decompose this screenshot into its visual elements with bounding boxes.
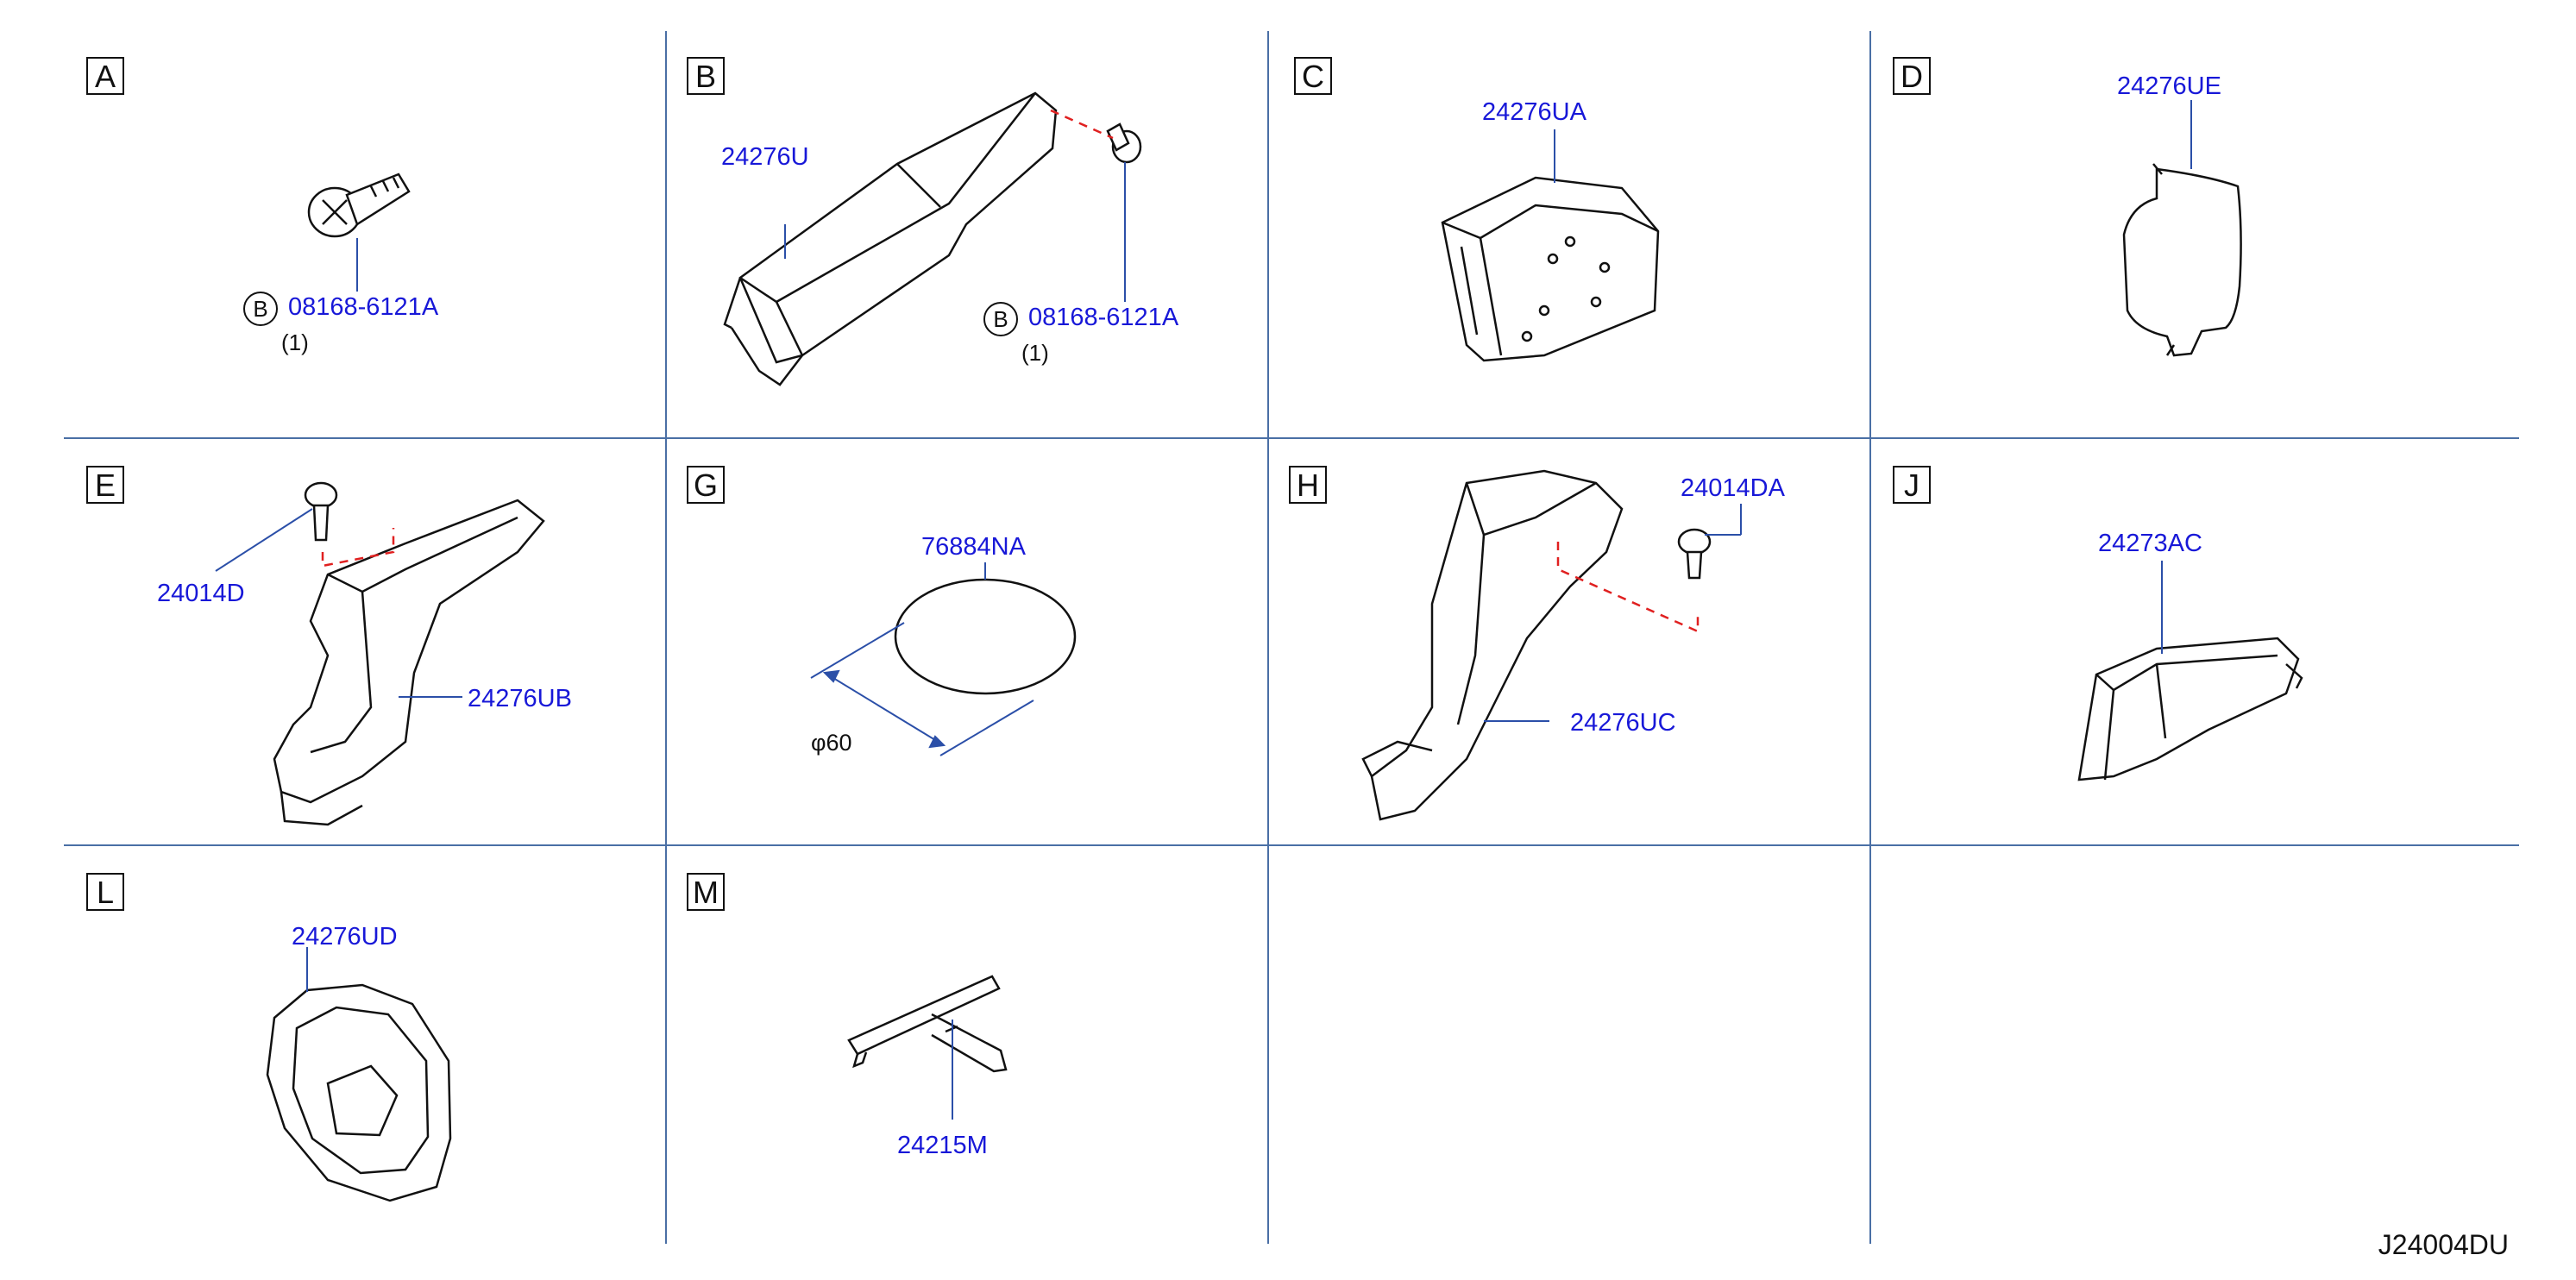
- part-number-b-main[interactable]: 24276U: [721, 143, 809, 171]
- panel-letter-m: M: [687, 873, 725, 911]
- diagram-code: J24004DU: [2378, 1229, 2509, 1260]
- part-number-b-bolt[interactable]: 08168-6121A: [1028, 304, 1179, 331]
- clip-drawing-d: [2122, 163, 2242, 357]
- dash-line-e: [321, 528, 395, 568]
- part-number-h-bolt[interactable]: 24014DA: [1681, 474, 1785, 502]
- panel-letter-b: B: [687, 57, 725, 95]
- panel-letter-h: H: [1289, 466, 1327, 504]
- part-number-d[interactable]: 24276UE: [2117, 72, 2221, 100]
- bolt-drawing-a: [307, 173, 411, 238]
- leader-e-bolt: [215, 508, 313, 572]
- part-number-j[interactable]: 24273AC: [2098, 530, 2202, 557]
- panel-letter-a: A: [86, 57, 124, 95]
- bolt-drawing-e: [304, 481, 338, 542]
- gasket-drawing-g: [894, 578, 1077, 695]
- part-number-g[interactable]: 76884NA: [921, 533, 1026, 561]
- part-number-h-main[interactable]: 24276UC: [1570, 709, 1676, 737]
- duct-drawing-e: [273, 499, 545, 826]
- frame-drawing-l: [266, 983, 452, 1202]
- callout-circle-b: B: [983, 302, 1018, 336]
- part-number-c[interactable]: 24276UA: [1482, 98, 1586, 126]
- panel-letter-j: J: [1893, 466, 1931, 504]
- bracket-drawing-c: [1441, 176, 1660, 362]
- dash-line-b: [1050, 109, 1114, 140]
- duct-drawing-b: [723, 91, 1058, 386]
- panel-letter-g: G: [687, 466, 725, 504]
- quantity-b: (1): [1021, 340, 1049, 366]
- dash-line-h: [1556, 542, 1700, 633]
- part-number-l[interactable]: 24276UD: [292, 923, 398, 951]
- bolt-drawing-b: [1106, 122, 1142, 164]
- dimension-label-g: φ60: [811, 730, 852, 756]
- panel-letter-e: E: [86, 466, 124, 504]
- panel-letter-l: L: [86, 873, 124, 911]
- part-number-a[interactable]: 08168-6121A: [288, 293, 439, 321]
- part-number-e-bolt[interactable]: 24014D: [157, 580, 245, 607]
- bolt-drawing-h: [1677, 528, 1712, 580]
- panel-letter-c: C: [1294, 57, 1332, 95]
- duct-drawing-h: [1361, 469, 1624, 821]
- bracket-drawing-j: [2077, 637, 2303, 781]
- part-number-e-main[interactable]: 24276UB: [468, 685, 572, 712]
- quantity-a: (1): [281, 329, 309, 355]
- grid-lines: [64, 31, 2519, 1244]
- rail-drawing-m: [847, 975, 1008, 1073]
- dimension-arrows-g: [810, 622, 1034, 756]
- part-number-m[interactable]: 24215M: [897, 1132, 988, 1159]
- panel-letter-d: D: [1893, 57, 1931, 95]
- callout-circle-a: B: [243, 292, 278, 326]
